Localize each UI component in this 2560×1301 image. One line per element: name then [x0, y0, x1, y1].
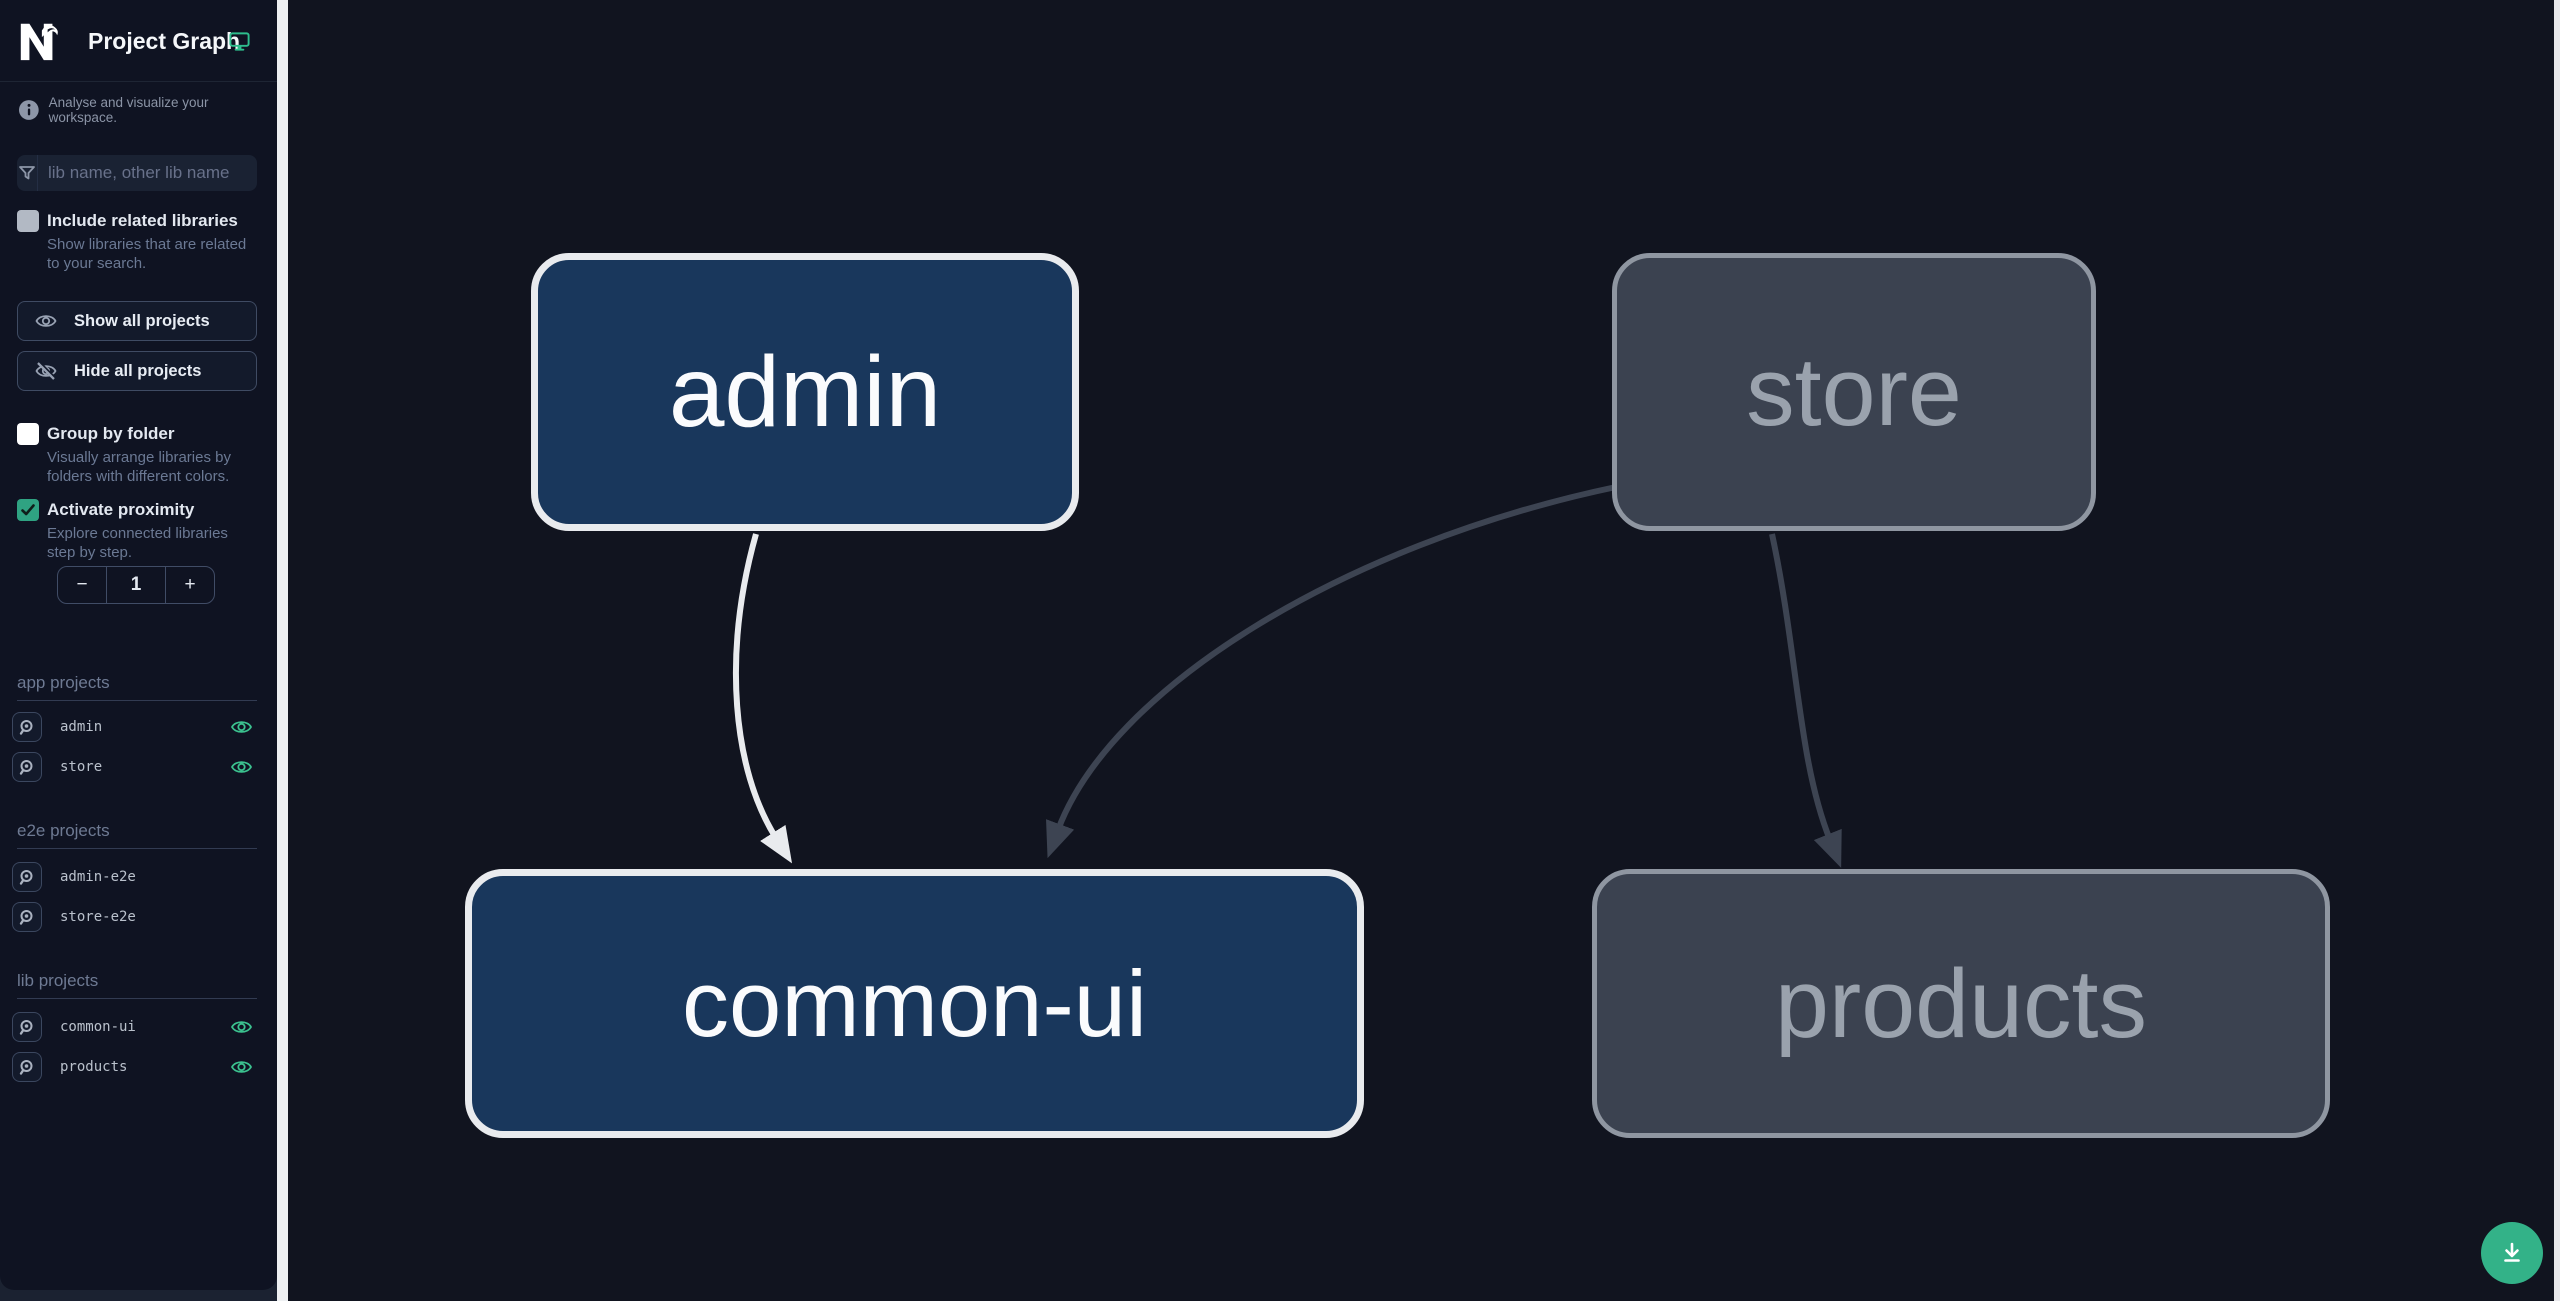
info-circle-icon	[18, 100, 39, 120]
section-lib-projects: lib projects	[17, 971, 257, 999]
show-all-projects-label: Show all projects	[74, 311, 210, 330]
edge-store-common-ui	[1046, 484, 1617, 859]
focus-project-button[interactable]	[12, 752, 42, 782]
focus-magnifier-icon	[19, 1059, 32, 1075]
project-row-admin: admin	[12, 712, 264, 742]
include-related-label: Include related libraries	[47, 211, 238, 230]
group-by-folder-description: Visually arrange libraries by folders wi…	[47, 449, 231, 485]
activate-proximity-description: Explore connected libraries step by step…	[47, 525, 228, 561]
proximity-stepper: − 1 +	[57, 566, 215, 604]
include-related-description: Show libraries that are related to your …	[47, 236, 247, 272]
section-e2e-projects: e2e projects	[17, 821, 257, 849]
activate-proximity-label: Activate proximity	[47, 500, 195, 519]
project-name: admin	[60, 719, 103, 735]
focus-project-button[interactable]	[12, 902, 42, 932]
download-graph-button[interactable]	[2481, 1222, 2543, 1284]
sidebar: Project Graph Analyse and visualize your…	[0, 0, 279, 1290]
node-label: common-ui	[682, 950, 1147, 1056]
node-label: products	[1774, 948, 2148, 1058]
workspace-info: Analyse and visualize your workspace.	[18, 95, 277, 125]
project-row-store-e2e: store-e2e	[12, 902, 264, 932]
toggle-visibility-eye-icon[interactable]	[229, 716, 254, 738]
focus-magnifier-icon	[19, 719, 32, 735]
focus-magnifier-icon	[19, 759, 32, 775]
activate-proximity-checkbox[interactable]	[17, 499, 39, 521]
focus-magnifier-icon	[19, 909, 32, 925]
node-label: store	[1746, 337, 1962, 446]
project-name: common-ui	[60, 1019, 136, 1035]
edge-store-products	[1769, 533, 1842, 868]
toggle-visibility-eye-icon[interactable]	[229, 756, 254, 778]
monitor-icon[interactable]	[228, 30, 251, 53]
hide-all-projects-button[interactable]: Hide all projects	[17, 351, 257, 391]
hide-all-projects-label: Hide all projects	[74, 361, 202, 380]
download-icon	[2504, 1242, 2520, 1262]
focus-project-button[interactable]	[12, 1012, 42, 1042]
graph-node-admin[interactable]: admin	[531, 253, 1079, 531]
toggle-visibility-eye-icon[interactable]	[229, 1056, 254, 1078]
project-name: store-e2e	[60, 909, 136, 925]
nx-logo-icon	[20, 23, 58, 61]
include-related-checkbox[interactable]	[17, 210, 39, 232]
section-app-projects: app projects	[17, 673, 257, 701]
eye-off-icon	[35, 361, 57, 380]
eye-icon	[35, 315, 57, 327]
vertical-scrollbar[interactable]	[2554, 0, 2560, 1301]
focus-magnifier-icon	[19, 869, 32, 885]
toggle-visibility-eye-icon[interactable]	[229, 1016, 254, 1038]
app-title: Project Graph	[88, 28, 241, 54]
search-input[interactable]	[38, 156, 279, 190]
project-row-products: products	[12, 1052, 264, 1082]
proximity-value: 1	[106, 567, 166, 603]
show-all-projects-button[interactable]: Show all projects	[17, 301, 257, 341]
library-search[interactable]	[17, 155, 279, 191]
graph-node-store[interactable]: store	[1612, 253, 2096, 531]
include-related-block: Include related libraries Show libraries…	[17, 210, 257, 273]
focus-project-button[interactable]	[12, 1052, 42, 1082]
sidebar-divider	[277, 0, 288, 1301]
focus-magnifier-icon	[19, 1019, 32, 1035]
graph-node-common-ui[interactable]: common-ui	[465, 869, 1364, 1138]
project-name: store	[60, 759, 103, 775]
node-label: admin	[668, 335, 942, 448]
graph-node-products[interactable]: products	[1592, 869, 2330, 1138]
focus-project-button[interactable]	[12, 712, 42, 742]
project-name: admin-e2e	[60, 869, 136, 885]
proximity-decrement-button[interactable]: −	[76, 574, 88, 595]
project-name: products	[60, 1059, 128, 1075]
project-row-common-ui: common-ui	[12, 1012, 264, 1042]
group-by-folder-block: Group by folder Visually arrange librari…	[17, 423, 257, 486]
filter-funnel-icon	[17, 155, 38, 191]
group-by-folder-checkbox[interactable]	[17, 423, 39, 445]
edge-admin-common-ui	[732, 533, 793, 864]
sidebar-header: Project Graph	[0, 0, 277, 82]
focus-project-button[interactable]	[12, 862, 42, 892]
project-row-admin-e2e: admin-e2e	[12, 862, 264, 892]
project-row-store: store	[12, 752, 264, 782]
workspace-info-text: Analyse and visualize your workspace.	[48, 95, 209, 125]
activate-proximity-block: Activate proximity Explore connected lib…	[17, 499, 257, 562]
check-icon	[21, 504, 35, 516]
group-by-folder-label: Group by folder	[47, 424, 175, 443]
proximity-increment-button[interactable]: +	[184, 574, 196, 595]
